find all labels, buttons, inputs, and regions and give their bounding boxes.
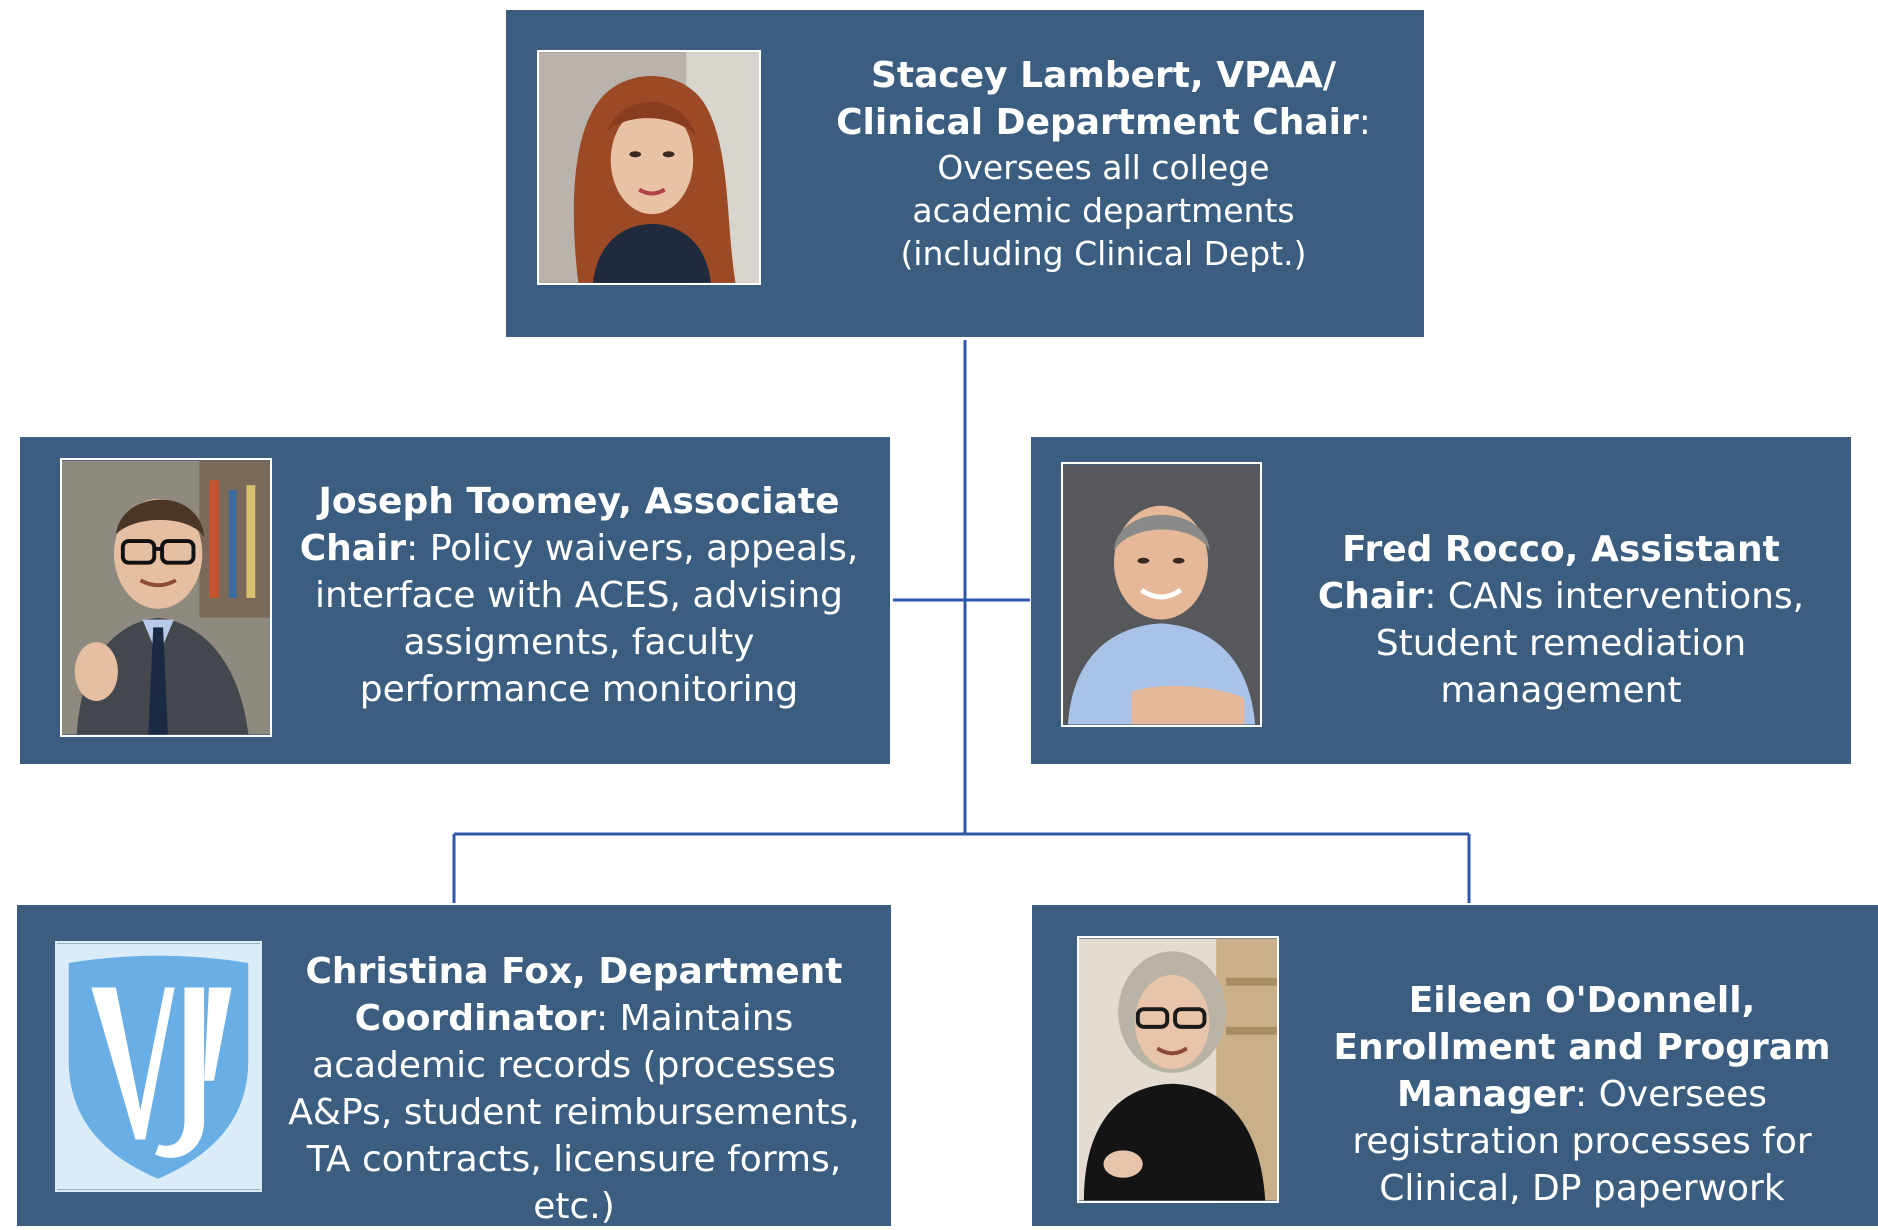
portrait-woman-red-hair-icon	[537, 50, 761, 285]
node-odonnell-name: Eileen O'Donnell, Enrollment and Program…	[1333, 980, 1831, 1115]
node-odonnell-sep: :	[1574, 1074, 1588, 1115]
node-lambert-name: Stacey Lambert, VPAA/ Clinical Departmen…	[836, 55, 1359, 143]
node-toomey-name: Joseph Toomey, Associate Chair	[299, 481, 840, 569]
node-odonnell-text: Eileen O'Donnell, Enrollment and Program…	[1302, 977, 1862, 1212]
node-odonnell-desc: Oversees registration processes for Clin…	[1352, 1074, 1812, 1209]
node-toomey: Joseph Toomey, Associate Chair: Policy w…	[20, 437, 890, 764]
portrait-man-blue-shirt-icon	[1061, 462, 1262, 727]
node-rocco-desc: CANs interventions, Student remediation …	[1375, 576, 1805, 711]
node-toomey-sep: :	[406, 528, 419, 569]
node-fox: Christina Fox, Department Coordinator: M…	[17, 905, 891, 1227]
shield-logo-icon	[55, 941, 262, 1192]
node-toomey-text: Joseph Toomey, Associate Chair: Policy w…	[288, 478, 870, 713]
node-fox-sep: :	[596, 998, 609, 1039]
node-lambert-text: Stacey Lambert, VPAA/ Clinical Departmen…	[816, 52, 1391, 275]
node-rocco-sep: :	[1424, 576, 1437, 617]
portrait-man-glasses-suit-icon	[60, 458, 272, 737]
node-fox-desc: Maintains academic records (processes A&…	[288, 998, 860, 1227]
portrait-woman-glasses-icon	[1077, 936, 1279, 1203]
node-rocco: Fred Rocco, Assistant Chair: CANs interv…	[1031, 437, 1851, 764]
node-rocco-text: Fred Rocco, Assistant Chair: CANs interv…	[1301, 526, 1821, 714]
node-odonnell: Eileen O'Donnell, Enrollment and Program…	[1032, 905, 1878, 1226]
node-fox-text: Christina Fox, Department Coordinator: M…	[279, 948, 869, 1230]
node-rocco-name: Fred Rocco, Assistant Chair	[1317, 529, 1780, 617]
node-toomey-desc: Policy waivers, appeals, interface with …	[314, 528, 859, 710]
node-lambert: Stacey Lambert, VPAA/ Clinical Departmen…	[506, 10, 1424, 337]
node-lambert-sep: :	[1358, 102, 1371, 143]
node-fox-name: Christina Fox, Department Coordinator	[305, 951, 843, 1039]
node-lambert-desc: Oversees all college academic department…	[900, 148, 1307, 273]
